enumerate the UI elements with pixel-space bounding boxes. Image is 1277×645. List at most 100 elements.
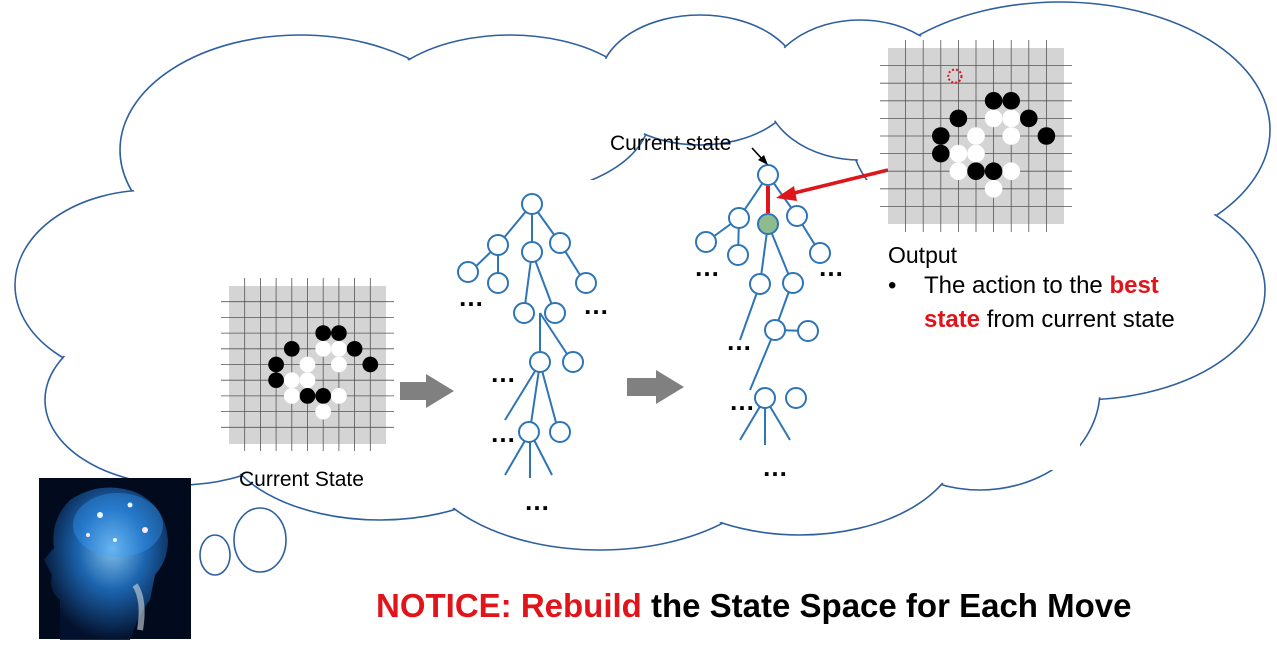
- right-tree-ellipses: … … … … …: [694, 252, 844, 482]
- tree-node: [764, 319, 786, 341]
- tree-node: [529, 351, 551, 373]
- tree-node: [549, 421, 571, 443]
- tree-node: [518, 421, 540, 443]
- ellipsis-mark: …: [818, 252, 844, 282]
- black-stone: [283, 340, 300, 357]
- output-title: Output: [888, 242, 958, 268]
- ellipsis-mark: …: [762, 452, 788, 482]
- black-stone: [268, 372, 284, 389]
- tree-node: [549, 232, 571, 254]
- black-stone: [1037, 127, 1056, 145]
- black-stone: [1002, 92, 1020, 110]
- notice-suffix: the State Space for Each Move: [641, 587, 1132, 624]
- notice-prefix: NOTICE:: [376, 587, 521, 624]
- tree-node: [782, 272, 804, 294]
- ellipsis-mark: …: [524, 486, 550, 516]
- red-arrow-to-output: [776, 168, 889, 201]
- tree-node: [785, 387, 807, 409]
- white-stone: [984, 180, 1003, 198]
- tree-node: [513, 302, 535, 324]
- cloud-fill: [17, 4, 1268, 548]
- black-stone: [346, 340, 363, 357]
- tree-node: [562, 351, 584, 373]
- tree-node: [797, 320, 819, 342]
- current-state-caption: Current State: [239, 468, 364, 491]
- white-stone: [1002, 162, 1020, 180]
- black-stone: [984, 162, 1003, 180]
- black-stone: [362, 356, 379, 373]
- best-move-marker: [947, 68, 963, 84]
- tree-node: [727, 244, 749, 266]
- ellipsis-mark: …: [583, 290, 609, 320]
- tree-node: [786, 205, 808, 227]
- black-stone: [1020, 109, 1038, 128]
- notice-banner: NOTICE: Rebuild the State Space for Each…: [376, 587, 1131, 625]
- white-stone: [984, 109, 1003, 128]
- white-stone: [967, 127, 985, 145]
- white-stone: [331, 356, 347, 373]
- black-stone: [268, 356, 284, 373]
- bullet-point: •: [888, 272, 897, 299]
- ellipsis-mark: …: [490, 358, 516, 388]
- tree-node: [457, 261, 479, 283]
- output-highlight-best: best: [1109, 272, 1159, 299]
- tree-node: [544, 302, 566, 324]
- tree-node: [521, 193, 543, 215]
- white-stone: [1002, 127, 1020, 145]
- black-stone: [984, 92, 1003, 110]
- white-stone: [299, 356, 316, 373]
- output-highlight-state: state: [924, 306, 981, 333]
- tree-node: [749, 273, 771, 295]
- current-state-node: [757, 164, 779, 186]
- black-stone: [315, 388, 332, 404]
- left-go-board: [221, 278, 394, 451]
- black-stone: [967, 162, 985, 180]
- ellipsis-mark: …: [694, 252, 720, 282]
- transition-arrow-2: [627, 370, 684, 404]
- white-stone: [331, 388, 347, 404]
- ellipsis-mark: …: [729, 386, 755, 416]
- white-stone: [315, 403, 332, 420]
- tree-node: [754, 387, 776, 409]
- tree-node: [809, 242, 831, 264]
- notice-highlight: Rebuild: [520, 587, 642, 624]
- output-description-line2: state from current state: [924, 306, 1175, 334]
- ellipsis-mark: …: [490, 418, 516, 448]
- white-stone: [949, 144, 968, 163]
- tree-node: [521, 241, 543, 263]
- middle-tree-ellipses: … … … … …: [458, 282, 609, 516]
- output-go-board: [880, 40, 1072, 232]
- right-search-tree: [695, 164, 831, 445]
- current-state-pointer-arrow: [751, 147, 768, 165]
- white-stone: [315, 340, 332, 357]
- output-line1-prefix: The action to the: [924, 272, 1110, 299]
- tree-node: [487, 272, 509, 294]
- black-stone: [331, 325, 347, 341]
- white-stone: [949, 162, 968, 180]
- black-stone: [932, 127, 950, 145]
- white-stone: [299, 372, 316, 389]
- output-line2-suffix: from current state: [980, 306, 1175, 333]
- ellipsis-mark: …: [726, 326, 752, 356]
- black-stone: [932, 144, 950, 163]
- white-stone: [967, 144, 985, 163]
- best-state-node: [757, 213, 779, 235]
- tree-node: [575, 272, 597, 294]
- black-stone: [315, 325, 332, 341]
- middle-search-tree: [457, 193, 597, 478]
- brain-image: [39, 478, 191, 640]
- tree-node: [487, 234, 509, 256]
- black-stone: [949, 109, 968, 128]
- black-stone: [299, 388, 316, 404]
- white-stone: [283, 388, 300, 404]
- tree-node: [728, 207, 750, 229]
- white-stone: [331, 340, 347, 357]
- ellipsis-mark: …: [458, 282, 484, 312]
- white-stone: [283, 372, 300, 389]
- transition-arrow-1: [400, 374, 454, 408]
- output-description-line1: • The action to the best: [888, 272, 1159, 300]
- current-state-pointer-label: Current state: [610, 132, 732, 155]
- tree-node: [695, 231, 717, 253]
- white-stone: [1002, 109, 1020, 128]
